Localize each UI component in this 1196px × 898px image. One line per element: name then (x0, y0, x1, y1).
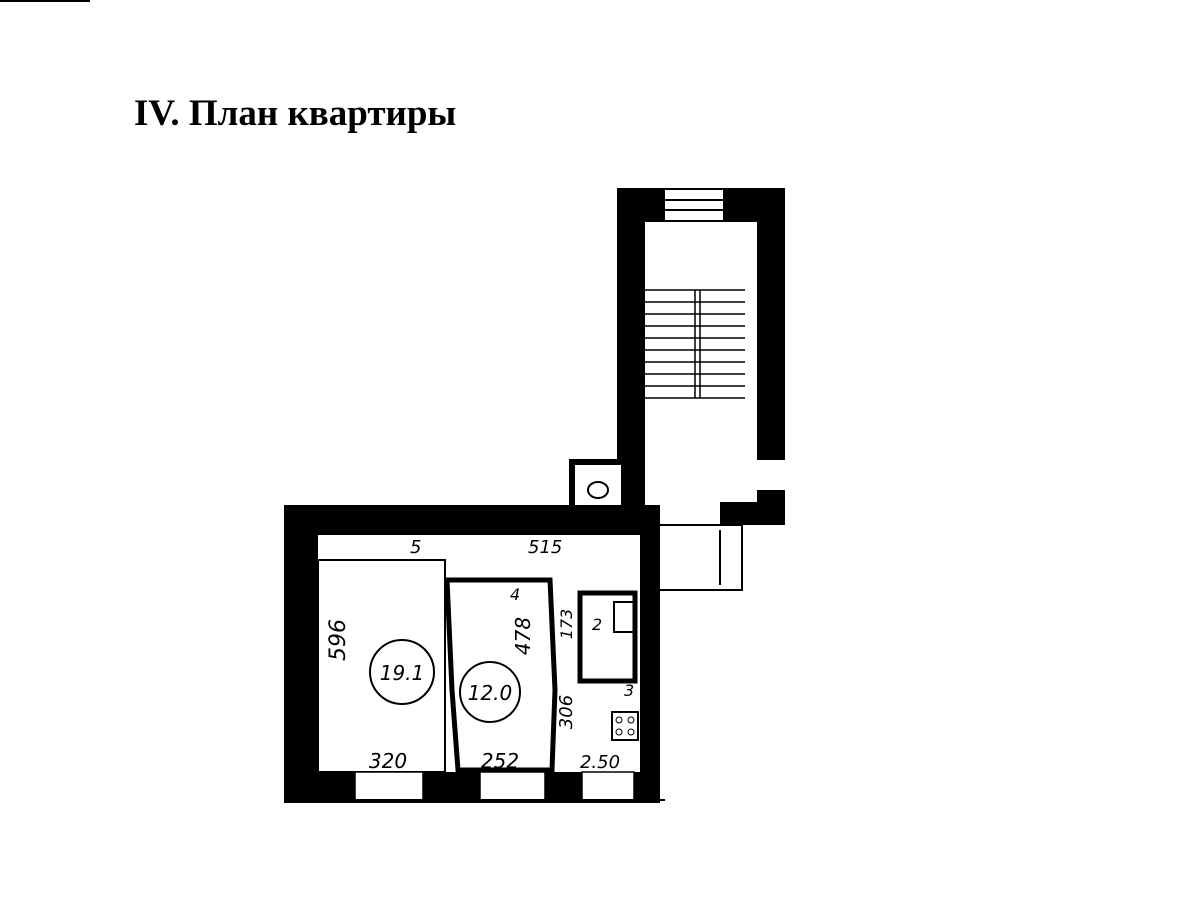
stair-window (665, 190, 723, 220)
stove-icon (611, 711, 639, 741)
kitchen-length: 306 (556, 695, 577, 729)
corridor-length: 515 (528, 537, 562, 558)
apartment (284, 505, 665, 803)
kitchen-width: 2.50 (580, 752, 620, 773)
room1-length: 596 (326, 619, 351, 661)
room1-area: 19.1 (380, 661, 425, 685)
room4-label: 4 (510, 585, 520, 604)
scan-edge-line (0, 0, 90, 2)
room1-width: 320 (369, 749, 407, 773)
bathroom (577, 590, 638, 684)
toilet-icon (587, 481, 609, 499)
stair-steps (645, 289, 745, 399)
room2-width: 252 (481, 749, 519, 773)
bathroom-dimension: 173 (557, 609, 576, 640)
room2-area: 12.0 (468, 681, 513, 705)
bathroom-number: 2 (592, 615, 602, 634)
page-title: IV. План квартиры (134, 93, 457, 134)
room2-length: 478 (511, 617, 535, 655)
corridor-width: 5 (410, 537, 421, 558)
wc-number: 6 (604, 507, 614, 526)
stairwell (617, 188, 785, 525)
kitchen-number: 3 (624, 681, 634, 700)
windows (354, 771, 635, 801)
